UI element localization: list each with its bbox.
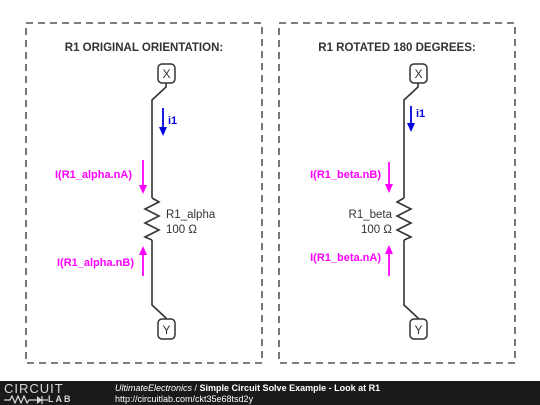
- circuit-credit: UltimateElectronics / Simple Circuit Sol…: [115, 383, 380, 393]
- probe-label-lower: I(R1_beta.nA): [310, 252, 381, 264]
- resistor-wave-icon: [4, 395, 48, 404]
- node-y-label: Y: [414, 323, 422, 337]
- footer-bar: CIRCUIT LAB UltimateElectronics / Simple…: [0, 381, 540, 405]
- panel-title: R1 ORIGINAL ORIENTATION:: [65, 42, 223, 54]
- schematic-canvas: R1 ORIGINAL ORIENTATION: X Y i1 I(R1_alp…: [25, 22, 516, 364]
- logo-text-lab: LAB: [48, 394, 73, 404]
- resistor-name: R1_beta: [349, 209, 393, 221]
- credit-separator: /: [192, 383, 200, 393]
- circuitlab-logo[interactable]: CIRCUIT LAB: [4, 382, 100, 404]
- circuit-title[interactable]: Simple Circuit Solve Example - Look at R…: [199, 383, 381, 393]
- wire-bottom[interactable]: [403, 240, 419, 320]
- probe-label-upper: I(R1_alpha.nA): [55, 169, 132, 181]
- current-label-i1: i1: [168, 115, 177, 127]
- probe-arrow-lower: [139, 246, 147, 276]
- probe-label-lower: I(R1_alpha.nB): [57, 257, 134, 269]
- dashed-frame: [25, 22, 263, 364]
- node-y[interactable]: Y: [157, 318, 176, 340]
- wire-top[interactable]: [403, 83, 419, 198]
- resistor-value: 100 Ω: [361, 224, 392, 236]
- probe-arrow-lower: [385, 245, 393, 276]
- wire-top[interactable]: [151, 83, 167, 198]
- panel-title: R1 ROTATED 180 DEGREES:: [318, 42, 475, 54]
- author-link[interactable]: UltimateElectronics: [115, 383, 193, 393]
- resistor-r1-beta[interactable]: [395, 197, 413, 241]
- circuit-url[interactable]: http://circuitlab.com/ckt35e68tsd2y: [115, 394, 254, 404]
- logo-text-circuit: CIRCUIT: [4, 381, 64, 396]
- node-x[interactable]: X: [157, 63, 176, 84]
- current-arrow-i1: [159, 108, 167, 136]
- resistor-r1-alpha[interactable]: [143, 197, 161, 241]
- node-y-label: Y: [162, 323, 170, 337]
- dashed-frame: [278, 22, 516, 364]
- node-y[interactable]: Y: [409, 318, 428, 340]
- probe-label-upper: I(R1_beta.nB): [310, 169, 381, 181]
- current-label-i1: i1: [416, 108, 425, 120]
- panel-original: R1 ORIGINAL ORIENTATION: X Y i1 I(R1_alp…: [25, 22, 263, 364]
- resistor-value: 100 Ω: [166, 224, 197, 236]
- probe-arrow-upper: [139, 160, 147, 194]
- panel-rotated: R1 ROTATED 180 DEGREES: X Y i1 I(R1_beta…: [278, 22, 516, 364]
- resistor-name: R1_alpha: [166, 209, 216, 221]
- wire-bottom[interactable]: [151, 240, 167, 320]
- node-x-label: X: [162, 67, 170, 81]
- current-arrow-i1: [407, 106, 415, 132]
- node-x[interactable]: X: [409, 63, 428, 84]
- probe-arrow-upper: [385, 162, 393, 193]
- node-x-label: X: [414, 67, 422, 81]
